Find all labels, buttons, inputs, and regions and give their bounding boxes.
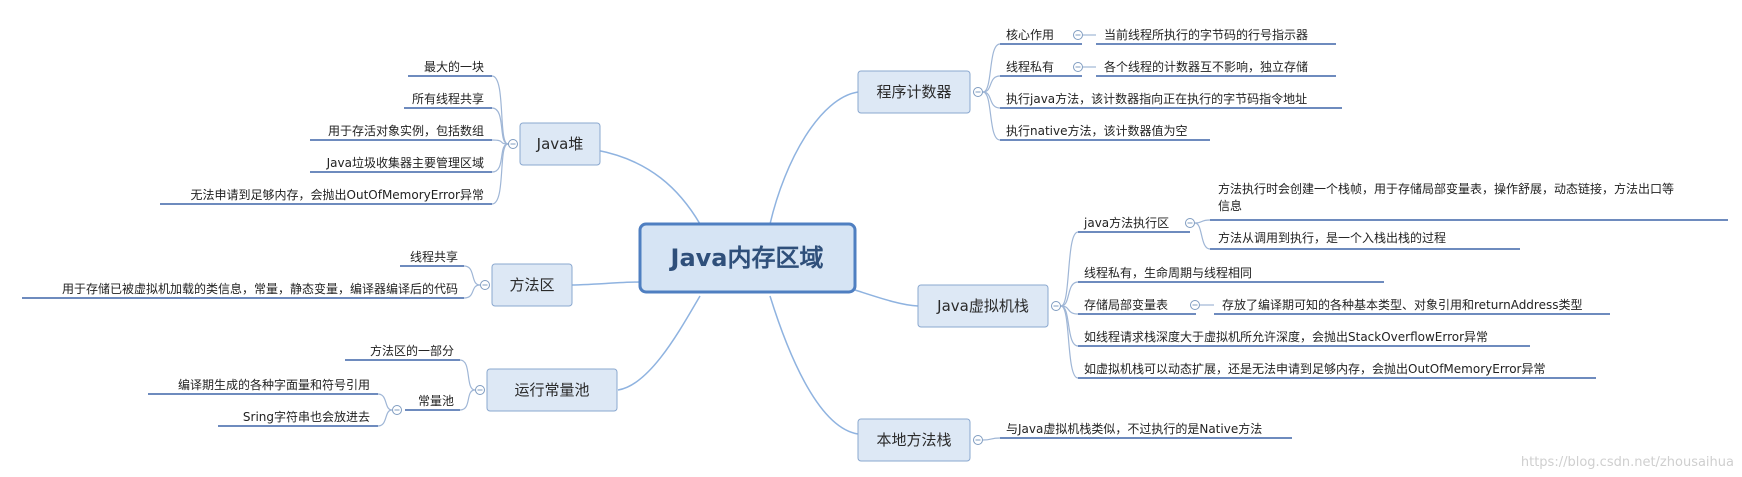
method-area-node[interactable] [491,263,573,307]
watermark: https://blog.csdn.net/zhousaihua [1521,455,1734,470]
method-area-branch: 方法区 线程共享 用于存储已被虚拟机加载的类信息，常量，静态变量，编译器编译后的… [22,249,573,307]
java-heap-item: Java垃圾收集器主要管理区域 [326,155,484,170]
vm-exec-line1: 方法执行时会创建一个栈帧，用于存储局部变量表，操作舒展，动态链接，方法出口等 [1218,181,1674,196]
vm-oom-error: 如虚拟机栈可以动态扩展，还是无法申请到足够内存，会抛出OutOfMemoryEr… [1084,361,1545,376]
vm-exec-line2: 信息 [1218,198,1242,213]
vm-stack-branch: Java虚拟机栈 java方法执行区 方法执行时会创建一个栈帧，用于存储局部变量… [917,181,1728,379]
pc-core-label: 核心作用 [1006,28,1054,42]
program-counter-node[interactable] [857,70,971,114]
method-area-item: 线程共享 [410,249,458,264]
central-topic-label: Java内存区域 [669,244,824,272]
method-area-item: 用于存储已被虚拟机加载的类信息，常量，静态变量，编译器编译后的代码 [62,281,458,296]
pc-item: 执行java方法，该计数器指向正在执行的字节码指令地址 [1006,91,1307,106]
native-stack-label: 本地方法栈 [876,431,951,449]
program-counter-branch: 程序计数器 核心作用 当前线程所执行的字节码的行号指示器 线程私有 各个线程的计… [857,27,1342,141]
native-stack-branch: 本地方法栈 与Java虚拟机栈类似，不过执行的是Native方法 [857,418,1292,462]
vm-locals-text: 存放了编译期可知的各种基本类型、对象引用和returnAddress类型 [1222,297,1582,312]
pc-private-label: 线程私有 [1006,59,1054,74]
runtime-pool-node[interactable] [486,368,618,412]
runtime-pool-sub-item: 编译期生成的各种字面量和符号引用 [178,377,370,392]
pc-core-text: 当前线程所执行的字节码的行号指示器 [1104,27,1308,42]
runtime-pool-part: 方法区的一部分 [370,343,454,358]
vm-stack-node[interactable] [917,284,1049,328]
native-stack-node[interactable] [857,418,971,462]
runtime-pool-label: 运行常量池 [514,381,589,399]
program-counter-label: 程序计数器 [876,83,951,101]
central-connectors [567,91,919,435]
java-heap-node[interactable] [519,122,601,166]
native-stack-text: 与Java虚拟机栈类似，不过执行的是Native方法 [1006,421,1262,436]
vm-locals-label: 存储局部变量表 [1084,297,1168,312]
java-heap-item: 用于存活对象实例，包括数组 [328,123,484,138]
vm-stack-label: Java虚拟机栈 [936,297,1029,315]
java-heap-item: 无法申请到足够内存，会抛出OutOfMemoryError异常 [191,187,484,202]
vm-private: 线程私有，生命周期与线程相同 [1084,265,1252,280]
java-heap-branch: Java堆 最大的一块 所有线程共享 用于存活对象实例，包括数组 Java垃圾收… [160,59,601,205]
method-area-label: 方法区 [509,276,554,294]
pc-item: 执行native方法，该计数器值为空 [1006,123,1187,138]
java-heap-item: 最大的一块 [424,59,484,74]
vm-exec-label: java方法执行区 [1083,215,1169,230]
runtime-pool-sub-item: Sring字符串也会放进去 [243,409,370,424]
java-heap-label: Java堆 [536,135,584,153]
java-heap-item: 所有线程共享 [412,91,484,106]
vm-exec-line3: 方法从调用到执行，是一个入栈出栈的过程 [1218,230,1446,245]
central-topic[interactable]: Java内存区域 [638,222,857,294]
vm-so-error: 如线程请求栈深度大于虚拟机所允许深度，会抛出StackOverflowError… [1084,329,1488,344]
pc-private-text: 各个线程的计数器互不影响，独立存储 [1104,59,1308,74]
runtime-pool-branch: 运行常量池 方法区的一部分 常量池 编译期生成的各种字面量和符号引用 Sring… [148,343,618,427]
runtime-pool-sub-label: 常量池 [418,394,454,408]
